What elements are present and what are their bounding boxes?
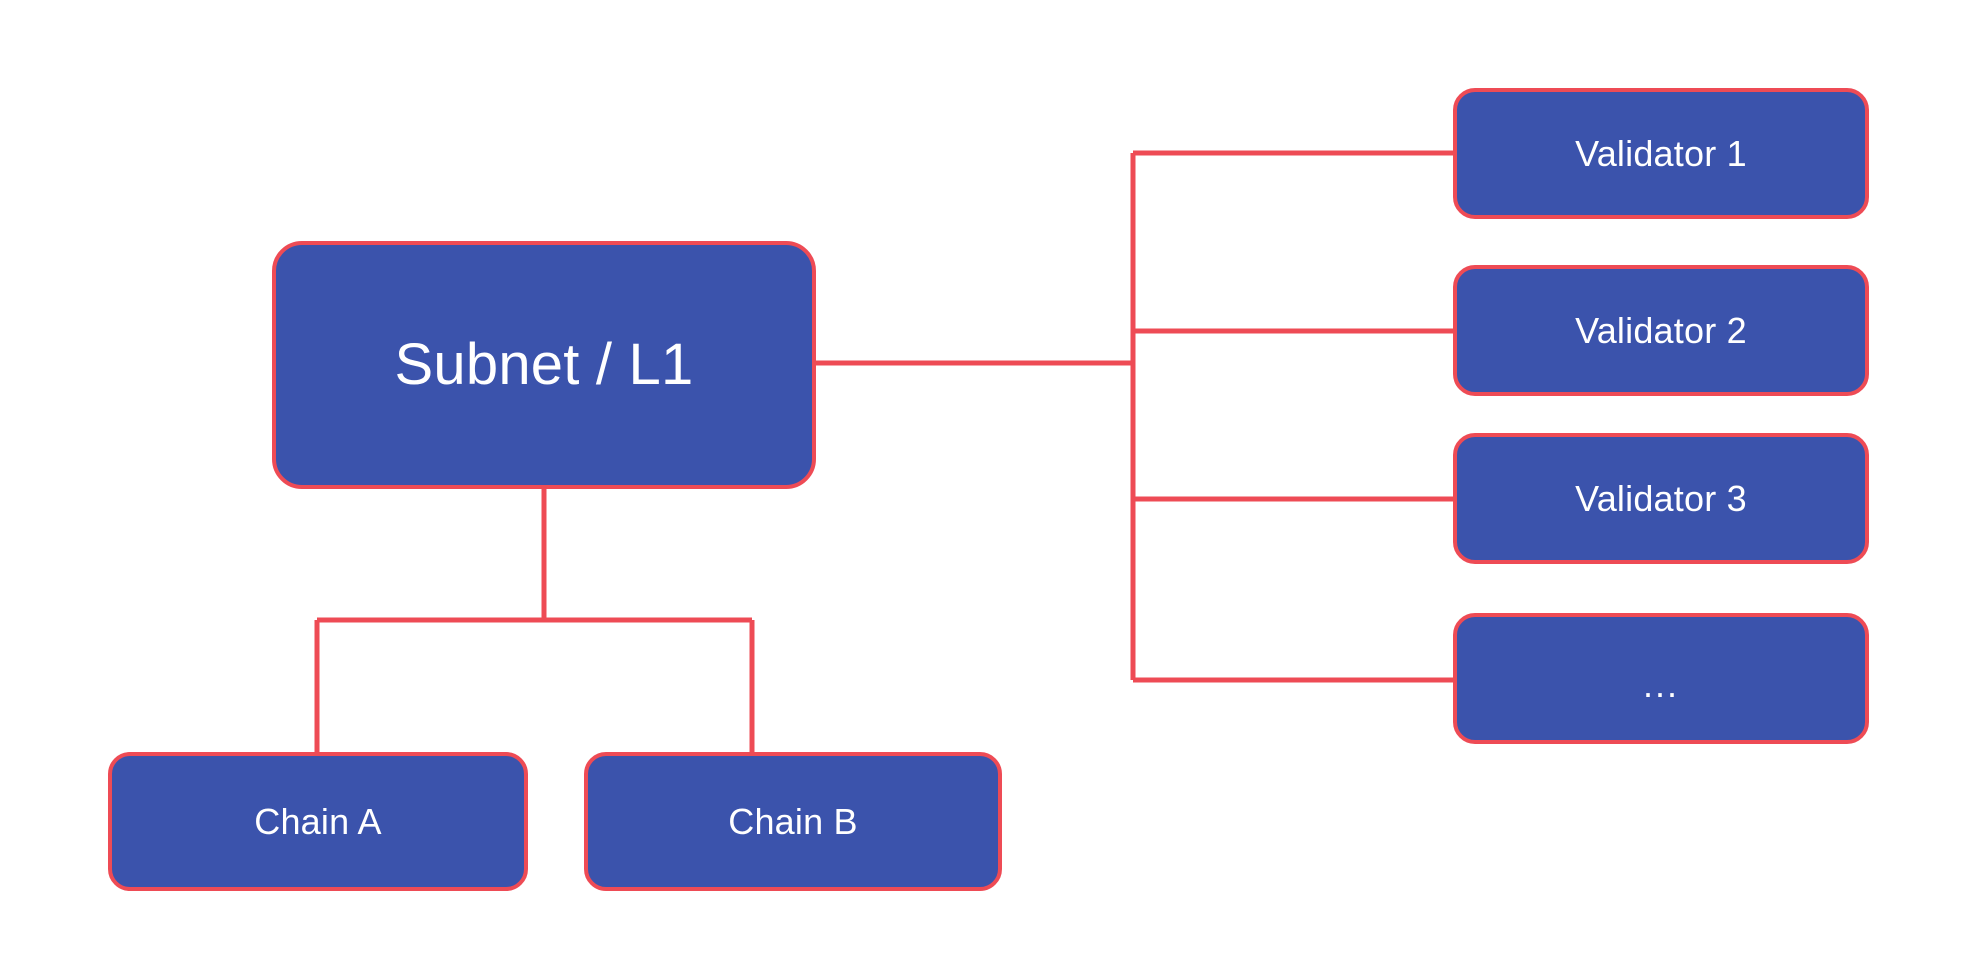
node-validator-2[interactable]: Validator 2 bbox=[1453, 265, 1869, 396]
node-validator-3[interactable]: Validator 3 bbox=[1453, 433, 1869, 564]
node-validator-3-label: Validator 3 bbox=[1575, 477, 1747, 519]
node-chain-a-label: Chain A bbox=[254, 800, 382, 842]
node-validator-1-label: Validator 1 bbox=[1575, 132, 1747, 174]
node-chain-a[interactable]: Chain A bbox=[108, 752, 528, 891]
node-chain-b-label: Chain B bbox=[728, 800, 858, 842]
node-subnet-l1-label: Subnet / L1 bbox=[394, 332, 694, 397]
node-validator-more-label: ... bbox=[1642, 663, 1679, 705]
node-validator-more[interactable]: ... bbox=[1453, 613, 1869, 744]
node-validator-1[interactable]: Validator 1 bbox=[1453, 88, 1869, 219]
node-validator-2-label: Validator 2 bbox=[1575, 309, 1747, 351]
node-subnet-l1[interactable]: Subnet / L1 bbox=[272, 241, 816, 489]
node-chain-b[interactable]: Chain B bbox=[584, 752, 1002, 891]
